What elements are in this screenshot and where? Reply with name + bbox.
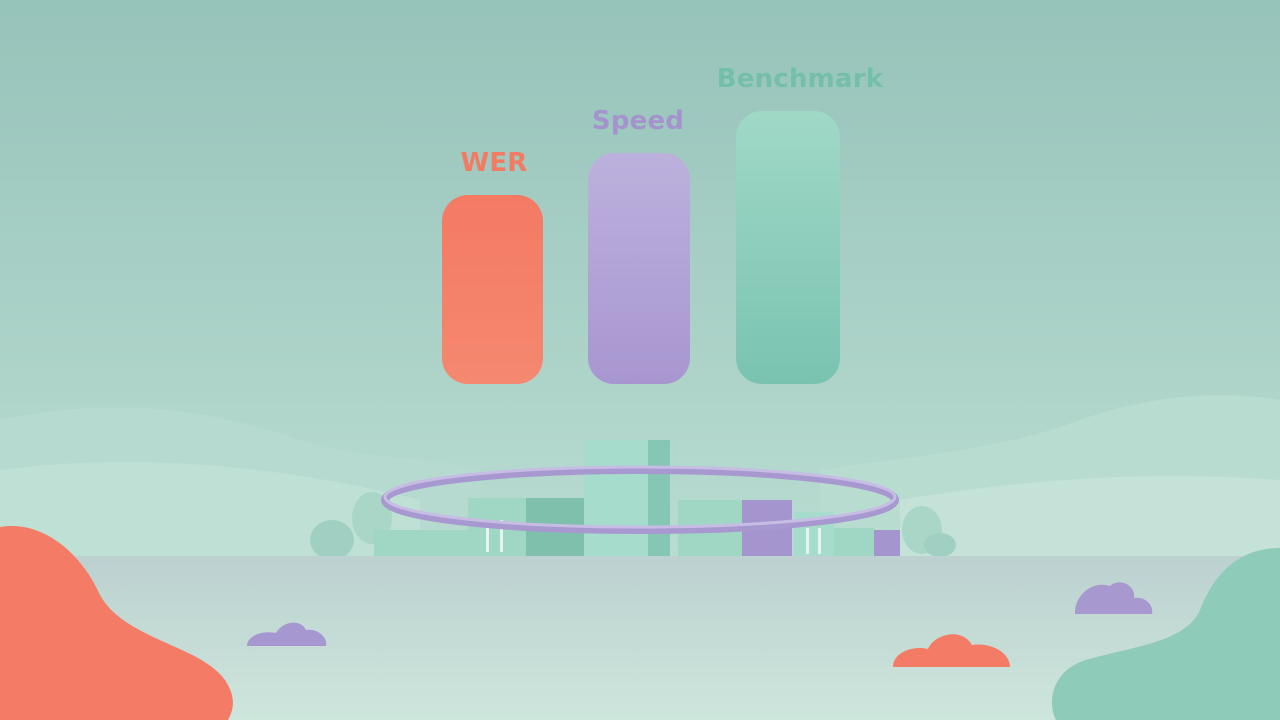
foreground-blob-coral: [0, 525, 233, 720]
cloud-lavender-right: [1074, 582, 1153, 614]
bush-right-small: [924, 533, 956, 557]
building-detail: [806, 528, 809, 554]
building-detail: [818, 528, 821, 554]
hill-right-front: [900, 476, 1280, 560]
foreground-blob-mint: [1051, 548, 1280, 720]
cloud-lavender-left: [247, 622, 327, 646]
building-detail: [486, 520, 489, 552]
cloud-coral-right: [893, 634, 1010, 667]
building-right-low: [834, 528, 874, 556]
bush-left: [310, 520, 354, 560]
bar-wer: [442, 195, 543, 384]
label-benchmark: Benchmark: [716, 64, 884, 94]
building-right-lavender: [874, 530, 900, 556]
label-speed: Speed: [591, 106, 685, 136]
ring-highlight: [383, 465, 897, 529]
building-low-left: [374, 530, 470, 556]
tower-main-face: [584, 440, 648, 556]
bar-benchmark: [736, 111, 840, 384]
label-wer: WER: [460, 148, 528, 178]
tower-main-side: [648, 440, 670, 556]
building-detail: [500, 520, 503, 552]
bar-speed: [588, 153, 690, 384]
